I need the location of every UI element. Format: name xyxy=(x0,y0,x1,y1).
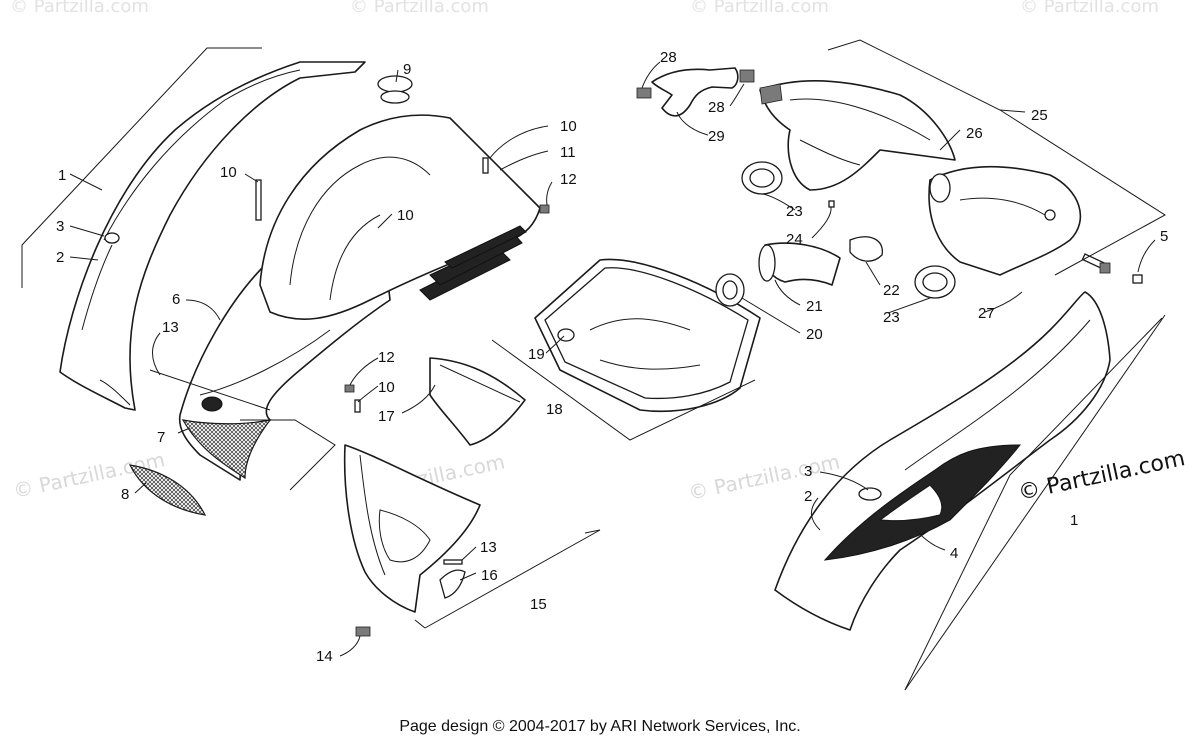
callout-20: 20 xyxy=(806,326,823,343)
callout-2-right: 2 xyxy=(804,488,812,505)
callout-10-right: 10 xyxy=(560,118,577,135)
callout-27: 27 xyxy=(978,305,995,322)
callout-labels: 1 3 2 6 13 7 8 9 10 10 10 11 12 12 10 17… xyxy=(56,49,1168,665)
bracket-belly-tick2 xyxy=(584,529,601,534)
callout-13-bottom: 13 xyxy=(480,539,497,556)
callout-18: 18 xyxy=(546,401,563,418)
callout-14: 14 xyxy=(316,648,333,665)
screw-10-mid xyxy=(354,399,361,413)
callout-10-left: 10 xyxy=(220,164,237,181)
clamp-28-right xyxy=(739,69,755,83)
callout-3-left: 3 xyxy=(56,218,64,235)
belly-pan xyxy=(343,444,481,637)
callout-2-left: 2 xyxy=(56,249,64,266)
watermark-right: © Partzilla.com xyxy=(686,449,842,505)
right-side-panel xyxy=(774,291,1111,631)
callout-17: 17 xyxy=(378,408,395,425)
watermark-top-1: © Partzilla.com xyxy=(10,0,149,17)
callout-13-left: 13 xyxy=(162,319,179,336)
callout-11: 11 xyxy=(560,144,576,161)
screw-10-top xyxy=(482,157,489,174)
callout-28-mid: 28 xyxy=(708,99,725,116)
callout-9: 9 xyxy=(403,61,411,78)
callout-23-left: 23 xyxy=(786,203,803,220)
clamp-22 xyxy=(849,236,883,262)
hood-upper xyxy=(255,75,550,320)
bracket-nose xyxy=(240,419,336,491)
callout-28-top: 28 xyxy=(660,49,677,66)
callout-8: 8 xyxy=(121,486,129,503)
logo-badge xyxy=(201,396,223,412)
bracket-belly-tick xyxy=(414,619,426,629)
callout-26: 26 xyxy=(966,125,983,142)
callout-12-top: 12 xyxy=(560,171,577,188)
callout-1-right: 1 xyxy=(1070,512,1078,529)
bracket-belly-bottom xyxy=(424,529,601,629)
screw-13-bottom xyxy=(443,559,463,565)
screw-24 xyxy=(828,200,835,208)
callout-12-mid: 12 xyxy=(378,349,395,366)
grommet-9 xyxy=(377,75,413,93)
screw-10-left xyxy=(255,179,262,221)
bracket-right-panel xyxy=(904,317,1163,691)
callout-24: 24 xyxy=(786,231,803,248)
callout-4: 4 xyxy=(950,545,958,562)
leader-lines xyxy=(69,61,1156,657)
partzilla-watermark: © Partzilla.com xyxy=(1016,446,1187,506)
callout-25: 25 xyxy=(1031,107,1048,124)
decal-left xyxy=(104,232,120,244)
callout-29: 29 xyxy=(708,128,725,145)
hose-29 xyxy=(651,67,739,117)
reflector-16 xyxy=(439,569,466,599)
intake-assembly xyxy=(636,67,1143,307)
callout-21: 21 xyxy=(806,298,823,315)
callout-10-center: 10 xyxy=(397,207,414,224)
screen-17 xyxy=(429,357,526,446)
screw-13-left xyxy=(149,369,271,411)
duct-21 xyxy=(763,242,841,286)
callout-7: 7 xyxy=(157,429,165,446)
grille-8 xyxy=(128,464,207,516)
watermark-top-2: © Partzilla.com xyxy=(350,0,489,17)
storage-tray xyxy=(534,258,761,413)
callout-15: 15 xyxy=(530,596,547,613)
callout-16: 16 xyxy=(481,567,498,584)
left-side-panel xyxy=(59,61,366,411)
clip-14 xyxy=(355,626,371,637)
callout-19: 19 xyxy=(528,346,545,363)
callout-5: 5 xyxy=(1160,228,1168,245)
copyright-footer: Page design © 2004-2017 by ARI Network S… xyxy=(399,718,801,735)
callout-1-left: 1 xyxy=(58,167,66,184)
decal-right xyxy=(858,487,882,501)
callout-10-mid: 10 xyxy=(378,379,395,396)
clip-12-mid xyxy=(344,384,355,393)
watermark-top-3: © Partzilla.com xyxy=(690,0,829,17)
clamp-28-left xyxy=(636,87,652,99)
bracket-left-panel xyxy=(21,47,262,288)
callout-23-right: 23 xyxy=(883,309,900,326)
callout-22: 22 xyxy=(883,282,900,299)
callout-3-right: 3 xyxy=(804,463,812,480)
clip-12-top xyxy=(539,204,550,214)
plug-5 xyxy=(1132,274,1143,284)
bracket-right-panel-b xyxy=(904,314,1166,691)
callout-6: 6 xyxy=(172,291,180,308)
bracket-tray xyxy=(491,339,756,441)
watermark-top-4: © Partzilla.com xyxy=(1020,0,1159,17)
